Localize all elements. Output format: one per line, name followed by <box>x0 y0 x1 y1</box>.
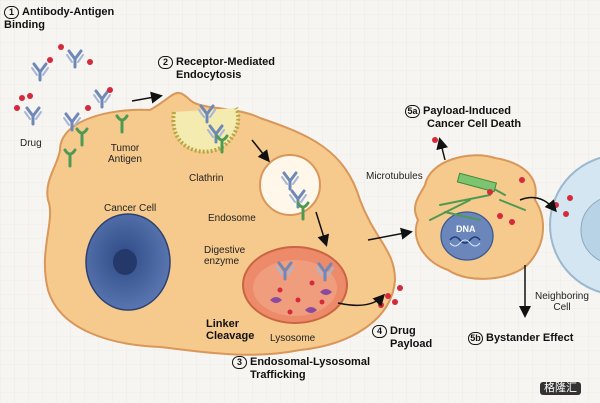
watermark-logo: 格隆汇 <box>540 382 581 395</box>
drug-label: Drug <box>20 138 42 149</box>
endosome-label: Endosome <box>208 213 256 224</box>
process-arrows <box>131 91 557 318</box>
dna-label: DNA <box>456 224 476 234</box>
drug-molecules <box>14 44 573 315</box>
step-2-number: 2 <box>158 56 173 69</box>
cancer-cell-label: Cancer Cell <box>104 203 157 214</box>
tumor-antigen-label: Tumor Antigen <box>108 143 142 165</box>
neighboring-cell <box>549 156 600 294</box>
clathrin-label: Clathrin <box>189 173 224 184</box>
lysosome-label: Lysosome <box>270 333 316 344</box>
neighboring-cell-label: Neighboring Cell <box>535 291 589 313</box>
digestive-enzyme-label: Digestive enzyme <box>204 245 246 267</box>
linker-cleavage-label: Linker Cleavage <box>206 318 255 342</box>
microtubules-label: Microtubules <box>366 171 423 182</box>
step-4-number: 4 <box>372 325 387 338</box>
step-5a-number: 5a <box>405 105 420 118</box>
step-1-number: 1 <box>4 6 19 19</box>
step-5b-number: 5b <box>468 332 483 345</box>
step-3-number: 3 <box>232 356 247 369</box>
dying-cell-nucleus <box>440 211 494 261</box>
